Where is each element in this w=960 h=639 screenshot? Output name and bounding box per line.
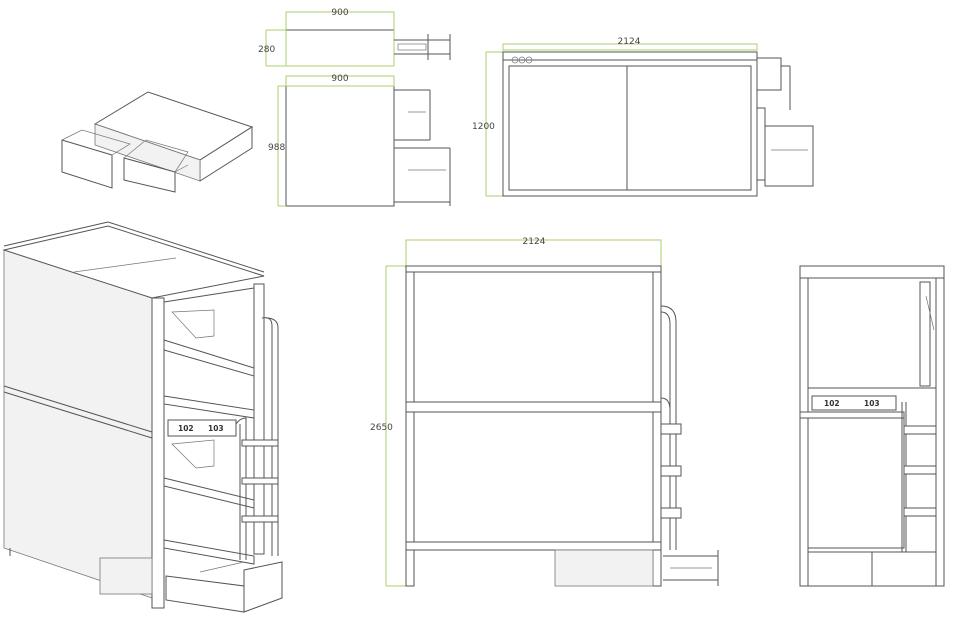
side-panel-left-number: 102 <box>824 399 840 408</box>
side-elevation: 102 103 <box>799 265 945 587</box>
isometric-drawer-unit <box>61 91 254 193</box>
plan-width-label: 2124 <box>618 37 641 47</box>
panel-left-number: 102 <box>178 424 194 433</box>
drawer-box-height-label: 988 <box>268 143 285 153</box>
front-elevation: 2124 2650 <box>370 237 719 587</box>
plan-depth-label: 1200 <box>472 122 495 132</box>
drawer-box-view: 900 988 <box>268 74 451 207</box>
drawer-width-label: 900 <box>331 8 348 18</box>
front-height-label: 2650 <box>370 423 393 433</box>
front-width-label: 2124 <box>523 237 546 247</box>
panel-right-number: 103 <box>208 424 224 433</box>
drawer-box-width-label: 900 <box>331 74 348 84</box>
side-panel-right-number: 103 <box>864 399 880 408</box>
isometric-bed-unit: 102 103 <box>2 221 283 613</box>
plan-view: 2124 1200 <box>472 37 814 197</box>
drawer-height-label: 280 <box>258 45 275 55</box>
drawer-side-view: 900 280 <box>258 8 451 67</box>
